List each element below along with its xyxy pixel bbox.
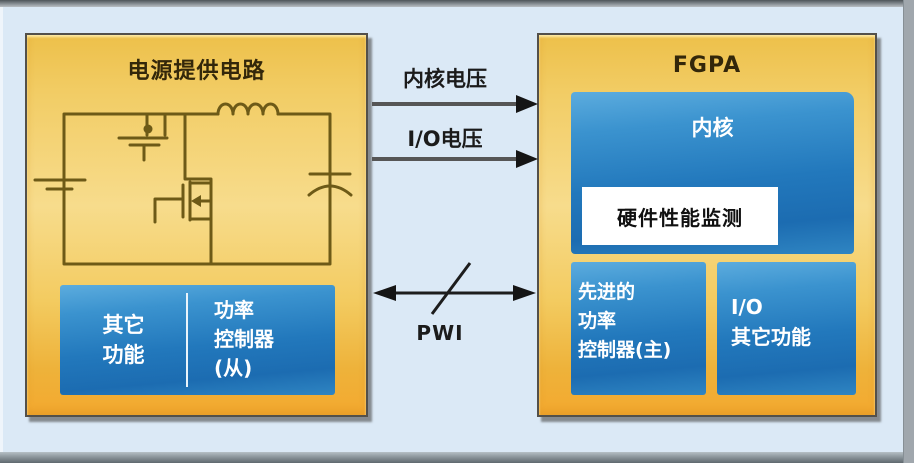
bottom-border-strip [0,452,914,463]
pwi-label: PWI [416,321,464,345]
core-voltage-arrow-icon [372,95,538,113]
fpga-block: FGPA 内核 硬件性能监测 先进的 功率 控制器(主) I/O 其它功能 [537,33,877,417]
power-functions-panel: 其它 功能 功率 控制器 (从) [60,285,335,395]
high-side-mosfet-icon [117,112,169,162]
buck-converter-schematic-icon [33,102,353,266]
bus-slash-icon [430,262,472,315]
low-side-mosfet-icon [153,180,213,224]
top-border-strip [0,0,914,7]
panel-divider [186,293,188,387]
power-supply-block: 电源提供电路 其它 功能 功率 控制器 (从) [25,33,368,417]
slave-power-controller-label: 功率 控制器 (从) [214,298,274,380]
input-capacitor-icon [33,178,87,191]
core-voltage-label: 内核电压 [403,67,487,91]
hardware-monitor-block: 硬件性能监测 [582,187,778,245]
master-power-controller-block: 先进的 功率 控制器(主) [571,262,706,395]
fpga-core-block: 内核 硬件性能监测 [571,92,854,254]
mosfet-arrow [191,195,201,207]
io-voltage-label: I/O电压 [407,127,483,151]
power-supply-title: 电源提供电路 [127,59,266,84]
output-capacitor-icon [307,172,353,197]
right-border-strip [903,0,914,463]
other-functions-label: 其它 功能 [102,313,145,367]
pwi-bus-arrow-icon [373,262,536,315]
junction-dot [143,124,153,134]
left-border-strip [0,7,3,452]
core-label: 内核 [691,116,734,140]
fpga-title: FGPA [672,53,742,78]
hardware-monitor-label: 硬件性能监测 [617,205,743,230]
io-functions-block: I/O 其它功能 [717,262,856,395]
inductor-icon [216,102,280,116]
circuit-wires [62,112,332,266]
